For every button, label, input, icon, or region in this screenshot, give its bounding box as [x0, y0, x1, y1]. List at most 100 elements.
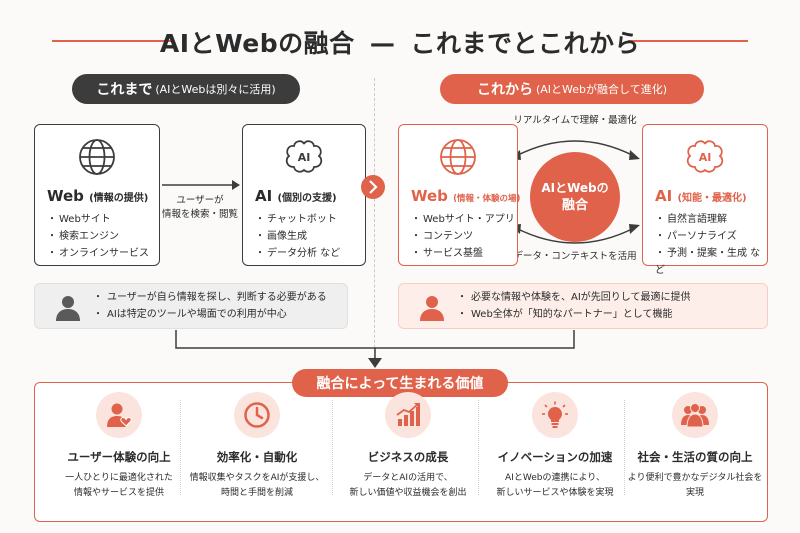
benefits-header: 融合によって生まれる価値 [316, 376, 484, 392]
merge-arrows [175, 330, 575, 368]
list-item: Webサイト・アプリ [411, 211, 515, 228]
title-sub: これまでとこれから [410, 29, 641, 58]
svg-text:AI: AI [699, 151, 712, 164]
fusion-circle-line1: AIとWebの [541, 181, 609, 195]
benefit-desc-line: データとAIの活用で、 [363, 473, 453, 483]
benefit-divider [180, 400, 181, 495]
list-item: オンラインサービス [47, 245, 149, 262]
list-item: データ分析 など [255, 245, 340, 262]
ai-brain-icon: AI [686, 140, 724, 173]
left-header-pill: これまで (AIとWebは別々に活用) [72, 74, 300, 104]
right-note-list: 必要な情報や体験を、AIが先回りして最適に提供 Web全体が「知的なパートナー」… [457, 289, 691, 323]
list-item: AIは特定のツールや場面での利用が中心 [93, 306, 327, 323]
right-header-main: これから [476, 82, 533, 98]
benefit-desc: データとAIの活用で、 新しい価値や収益機会を創出 [334, 471, 482, 501]
right-web-title-text: Web [411, 187, 448, 205]
page-title: AIとWebの融合 — これまでとこれから [0, 24, 800, 60]
user-icon [420, 296, 444, 321]
top-arrow-label: リアルタイムで理解・最適化 [513, 115, 637, 126]
svg-text:AI: AI [298, 151, 311, 164]
benefit-desc-line: 新しいサービスや体験を実現 [496, 488, 614, 498]
benefit-desc-line: 情報やサービスを提供 [73, 488, 164, 498]
right-ai-title-text: AI [655, 187, 673, 205]
left-web-card-title: Web (情報の提供) [47, 187, 148, 205]
benefit-title: ユーザー体験の向上 [67, 450, 171, 464]
fusion-circle-line2: 融合 [561, 198, 588, 213]
globe-icon [440, 139, 476, 175]
left-arrow-label: ユーザーが 情報を検索・閲覧 [150, 194, 250, 222]
benefit-desc: より便利で豊かなデジタル社会を 実現 [626, 471, 764, 501]
right-web-list: Webサイト・アプリ コンテンツ サービス基盤 [411, 211, 515, 262]
globe-icon [79, 139, 115, 175]
benefit-item: 社会・生活の質の向上 より便利で豊かなデジタル社会を 実現 [626, 392, 764, 501]
benefit-desc-line: 時間と手間を削減 [220, 488, 293, 498]
benefit-title: 効率化・自動化 [216, 450, 298, 464]
benefit-desc-line: より便利で豊かなデジタル社会を [627, 473, 763, 483]
left-web-list: Webサイト 検索エンジン オンラインサービス [47, 211, 149, 262]
left-ai-title-text: AI [255, 187, 273, 205]
user-icon [56, 296, 80, 321]
left-ai-subtitle: (個別の支援) [277, 193, 337, 204]
right-note: 必要な情報や体験を、AIが先回りして最適に提供 Web全体が「知的なパートナー」… [398, 283, 768, 329]
left-ai-card: AI AI (個別の支援) チャットボット 画像生成 データ分析 など [242, 124, 366, 266]
benefit-item: 効率化・自動化 情報収集やタスクをAIが支援し、 時間と手間を削減 [178, 392, 336, 501]
title-main: AIとWebの融合 [159, 29, 355, 58]
benefit-desc: AIとWebの連携により、 新しいサービスや体験を実現 [480, 471, 630, 501]
left-web-card: Web (情報の提供) Webサイト 検索エンジン オンラインサービス [34, 124, 160, 266]
people-group-icon [672, 392, 718, 438]
list-item: 画像生成 [255, 228, 340, 245]
benefit-desc: 一人ひとりに最適化された 情報やサービスを提供 [44, 471, 194, 501]
left-header-sub: (AIとWebは別々に活用) [155, 83, 276, 96]
list-item: Web全体が「知的なパートナー」として機能 [457, 306, 691, 323]
left-header-main: これまで [96, 82, 153, 98]
benefit-item: イノベーションの加速 AIとWebの連携により、 新しいサービスや体験を実現 [480, 392, 630, 501]
fusion-circle: AIとWebの 融合 [530, 152, 620, 242]
benefit-desc-line: 新しい価値や収益機会を創出 [349, 488, 467, 498]
benefit-item: ビジネスの成長 データとAIの活用で、 新しい価値や収益機会を創出 [334, 392, 482, 501]
right-ai-card-title: AI (知能・最適化) [655, 187, 747, 205]
benefit-desc-line: AIとWebの連携により、 [505, 473, 605, 483]
right-header-pill: これから (AIとWebが融合して進化) [440, 74, 704, 104]
list-item: 検索エンジン [47, 228, 149, 245]
clock-icon [234, 392, 280, 438]
right-ai-subtitle: (知能・最適化) [677, 193, 747, 204]
title-rule-right [628, 40, 748, 42]
left-right-arrow [162, 180, 240, 190]
benefit-divider [624, 400, 625, 495]
benefit-title: 社会・生活の質の向上 [637, 450, 753, 464]
list-item: 自然言語理解 [655, 211, 767, 228]
benefit-desc-line: 情報収集やタスクをAIが支援し、 [189, 473, 325, 483]
right-web-subtitle: (情報・体験の場) [453, 194, 521, 204]
right-web-card-title: Web (情報・体験の場) [411, 187, 520, 205]
list-item: Webサイト [47, 211, 149, 228]
benefit-desc-line: 実現 [685, 488, 704, 498]
left-note-list: ユーザーが自ら情報を探し、判断する必要がある AIは特定のツールや場面での利用が… [93, 289, 327, 323]
bottom-arrow-label: データ・コンテキストを活用 [513, 251, 637, 262]
left-arrow-label-line2: 情報を検索・閲覧 [161, 209, 238, 220]
section-divider [374, 78, 375, 358]
growth-chart-icon [385, 392, 431, 438]
user-heart-icon [96, 392, 142, 438]
benefit-desc-line: 一人ひとりに最適化された [65, 473, 173, 483]
right-ai-card: AI AI (知能・最適化) 自然言語理解 パーソナライズ 予測・提案・生成 な… [642, 124, 768, 276]
list-item: 予測・提案・生成 など [655, 245, 767, 279]
ai-brain-icon: AI [285, 140, 323, 173]
list-item: パーソナライズ [655, 228, 767, 245]
left-arrow-label-line1: ユーザーが [176, 195, 224, 206]
list-item: コンテンツ [411, 228, 515, 245]
right-web-card: Web (情報・体験の場) Webサイト・アプリ コンテンツ サービス基盤 [398, 124, 520, 266]
list-item: ユーザーが自ら情報を探し、判断する必要がある [93, 289, 327, 306]
list-item: サービス基盤 [411, 245, 515, 262]
benefit-title: イノベーションの加速 [497, 450, 613, 464]
left-ai-card-title: AI (個別の支援) [255, 187, 337, 205]
right-ai-list: 自然言語理解 パーソナライズ 予測・提案・生成 など [655, 211, 767, 279]
benefit-divider [332, 400, 333, 495]
benefit-title: ビジネスの成長 [367, 450, 449, 464]
right-header-sub: (AIとWebが融合して進化) [535, 83, 667, 96]
title-rule-left [52, 40, 172, 42]
left-note: ユーザーが自ら情報を探し、判断する必要がある AIは特定のツールや場面での利用が… [34, 283, 348, 329]
benefit-desc: 情報収集やタスクをAIが支援し、 時間と手間を削減 [178, 471, 336, 501]
left-web-subtitle: (情報の提供) [89, 193, 149, 204]
lightbulb-icon [532, 392, 578, 438]
chevron-right-icon [361, 175, 385, 199]
